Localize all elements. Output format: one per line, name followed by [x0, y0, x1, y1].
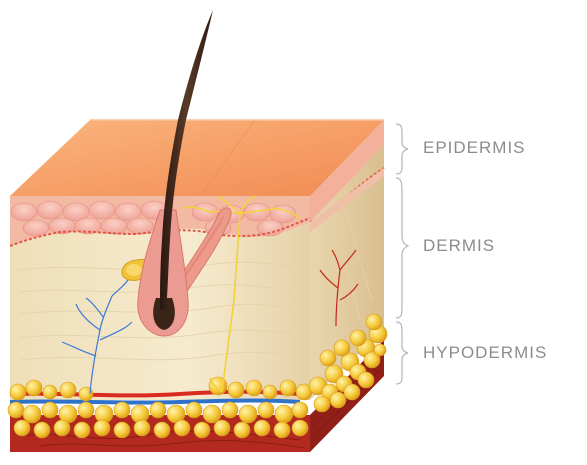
epidermis-label: EPIDERMIS	[423, 138, 526, 158]
hypodermis-label: HYPODERMIS	[423, 343, 547, 363]
dermis-label: DERMIS	[423, 236, 495, 256]
layer-brackets	[396, 124, 408, 384]
